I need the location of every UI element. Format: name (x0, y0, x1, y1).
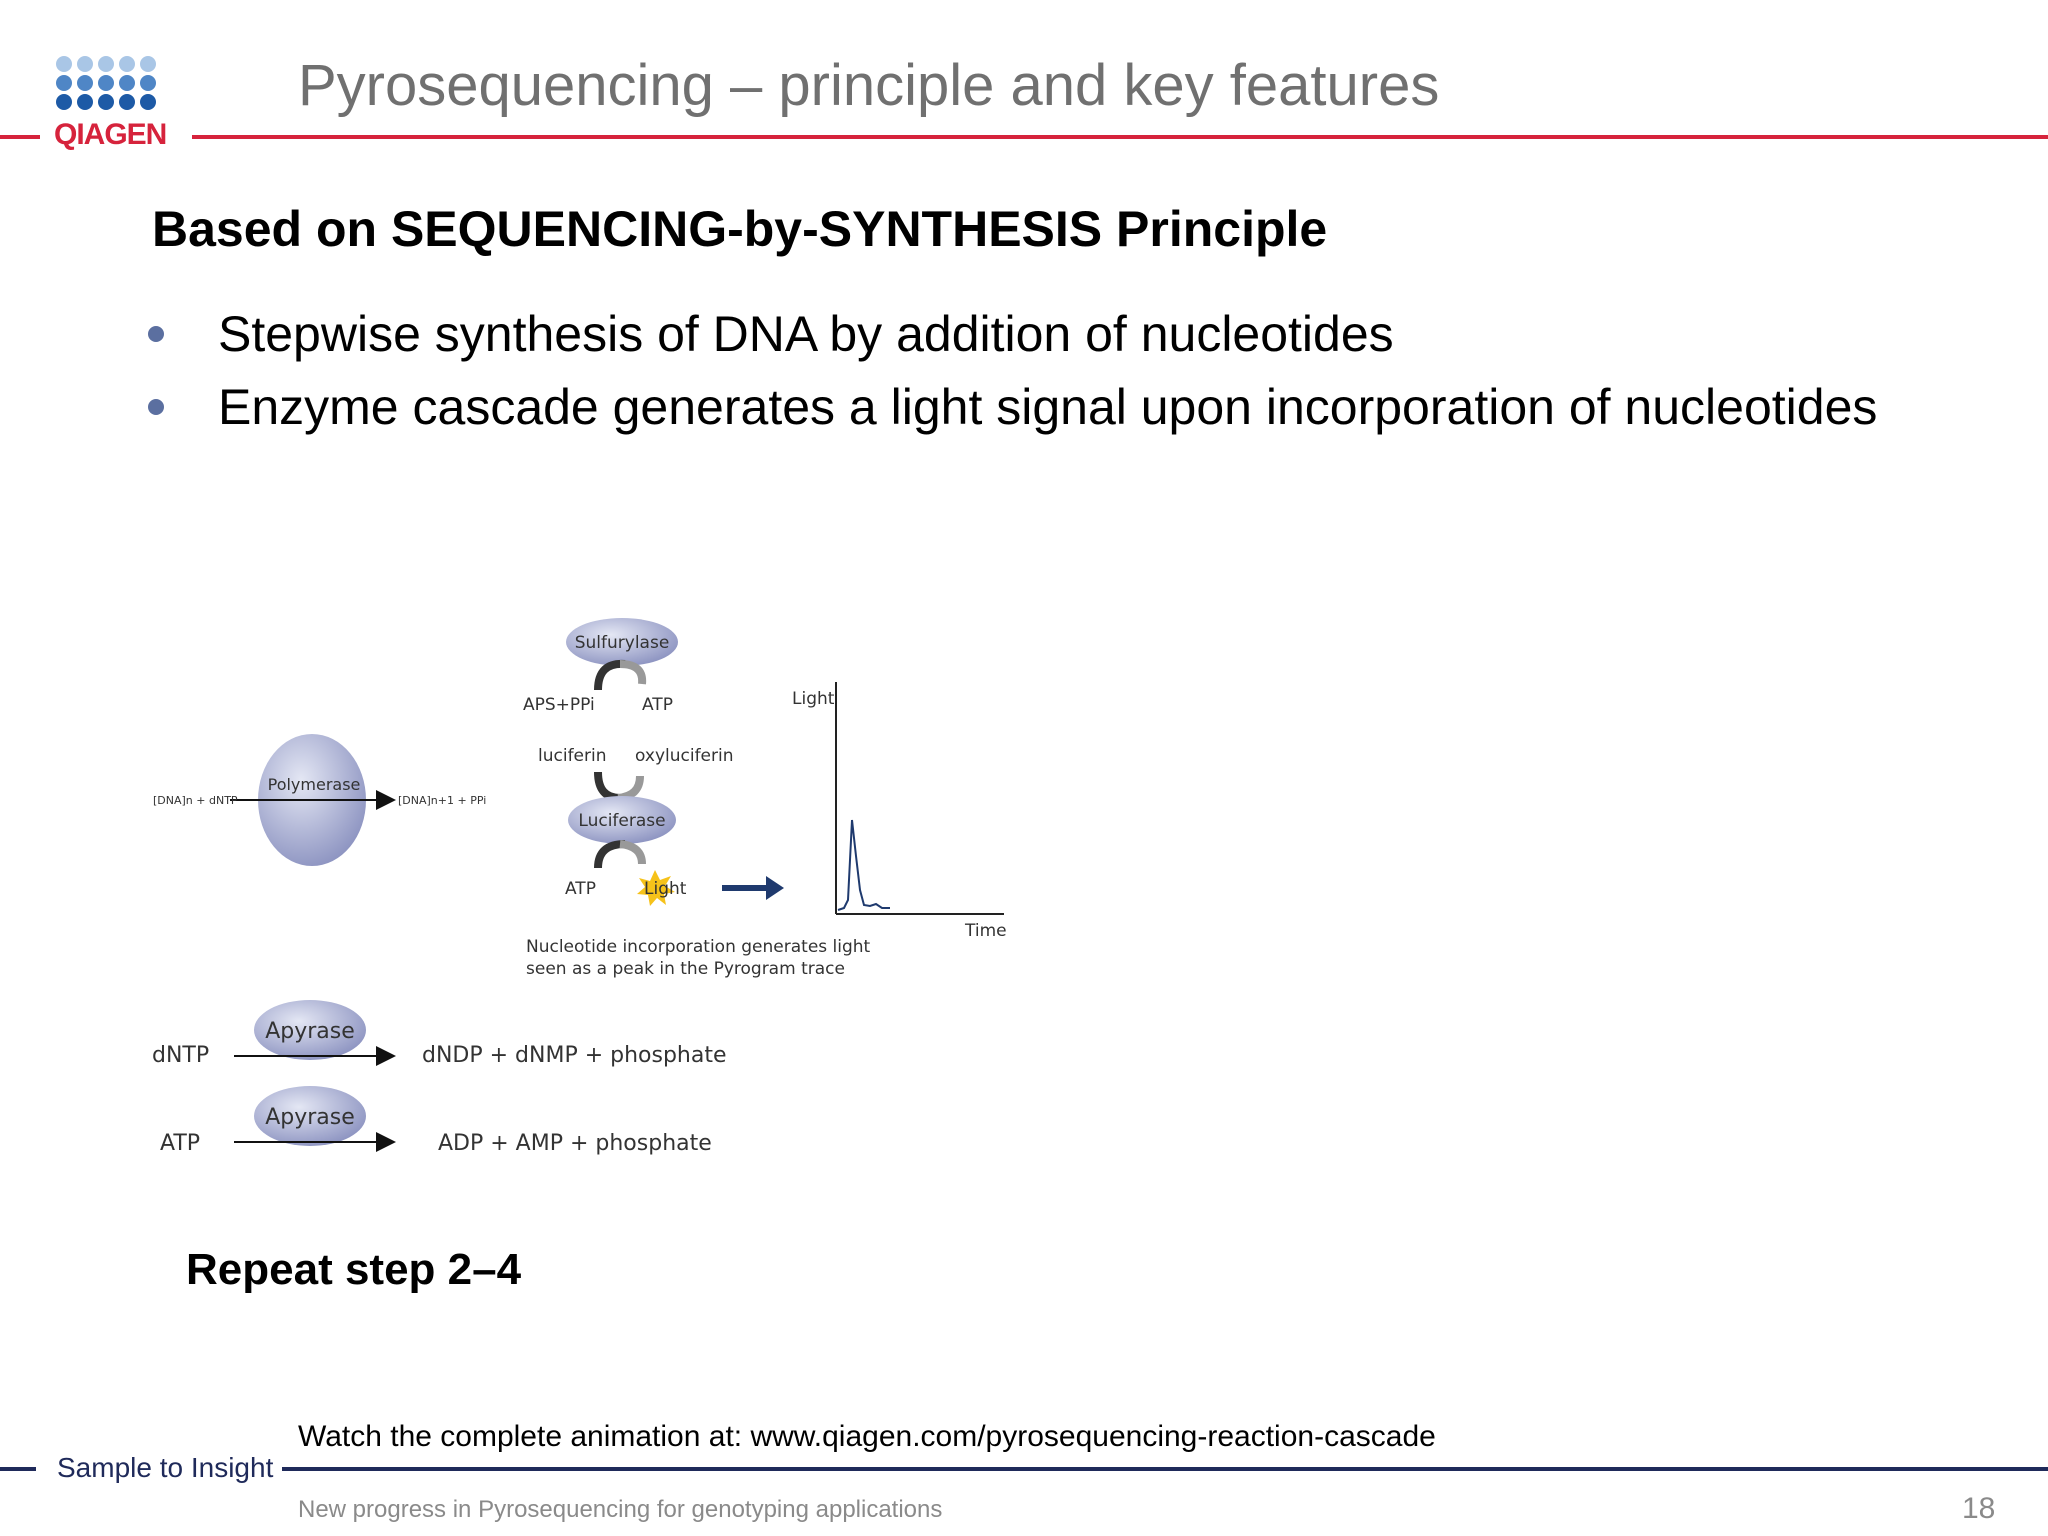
header-divider (0, 135, 2048, 139)
polymerase-reactants: [DNA]n + dNTP (153, 794, 238, 807)
luciferase-enzyme (568, 796, 676, 844)
caption-line: Nucleotide incorporation generates light (526, 937, 871, 957)
pyrogram-x-label: Time (964, 921, 1007, 941)
apyrase-products: dNDP + dNMP + phosphate (422, 1043, 727, 1068)
tagline: Sample to Insight (57, 1452, 274, 1483)
atp-row-label: ATP (160, 1131, 200, 1156)
pyrogram-arrowhead (766, 876, 784, 900)
bullet-text: Enzyme cascade generates a light signal … (218, 379, 1878, 435)
apyrase-enzyme (254, 1086, 366, 1146)
polymerase-products: [DNA]n+1 + PPi (398, 794, 486, 807)
pyrogram-y-label: Light (792, 689, 835, 709)
oxyluciferin-curve (617, 775, 644, 802)
atp-substrate-label: ATP (565, 879, 596, 899)
bullet-item: Stepwise synthesis of DNA by addition of… (148, 305, 1394, 363)
logo-wordmark: QIAGEN (54, 118, 166, 151)
animation-link-text[interactable]: Watch the complete animation at: www.qia… (298, 1420, 1436, 1453)
apyrase-enzyme (254, 1000, 366, 1060)
luciferin-curve (594, 771, 621, 802)
slide-title: Pyrosequencing – principle and key featu… (298, 53, 1440, 118)
atp-product-label: ATP (642, 695, 673, 715)
bullet-icon (148, 326, 164, 342)
pyrosequencing-diagram: Polymerase [DNA]n + dNTP [DNA]n+1 + PPi … (152, 618, 1007, 1156)
polymerase-label: Polymerase (268, 775, 361, 794)
footer-subtitle: New progress in Pyrosequencing for genot… (298, 1496, 943, 1523)
qiagen-logo: QIAGEN (54, 56, 167, 151)
sulfurylase-enzyme (566, 618, 678, 666)
apyrase-label: Apyrase (265, 1019, 355, 1044)
bullet-icon (148, 399, 164, 415)
luciferin-label: luciferin (538, 746, 607, 766)
page-number: 18 (1962, 1492, 1996, 1525)
luciferase-label: Luciferase (578, 811, 665, 831)
bullet-item: Enzyme cascade generates a light signal … (148, 378, 1877, 436)
tagline-backdrop (36, 1458, 282, 1478)
oxyluciferin-label: oxyluciferin (635, 746, 734, 766)
logo-backdrop (40, 130, 192, 144)
pyrogram-peak (837, 819, 890, 911)
section-heading: Based on SEQUENCING-by-SYNTHESIS Princip… (152, 201, 1328, 257)
apyrase-products: ADP + AMP + phosphate (438, 1131, 712, 1156)
bullet-text: Stepwise synthesis of DNA by addition of… (218, 306, 1394, 362)
repeat-note: Repeat step 2–4 (186, 1245, 522, 1294)
light-curve (619, 840, 646, 865)
sulfurylase-curve-out (619, 660, 647, 685)
light-label: Light (644, 879, 687, 899)
aps-ppi-label: APS+PPi (523, 695, 595, 715)
light-burst-icon (637, 870, 675, 906)
apyrase-label: Apyrase (265, 1105, 355, 1130)
caption-line: seen as a peak in the Pyrogram trace (526, 959, 845, 979)
logo-dots (56, 56, 156, 110)
dntp-label: dNTP (152, 1043, 209, 1068)
sulfurylase-label: Sulfurylase (575, 633, 670, 653)
footer-divider (0, 1467, 2048, 1471)
